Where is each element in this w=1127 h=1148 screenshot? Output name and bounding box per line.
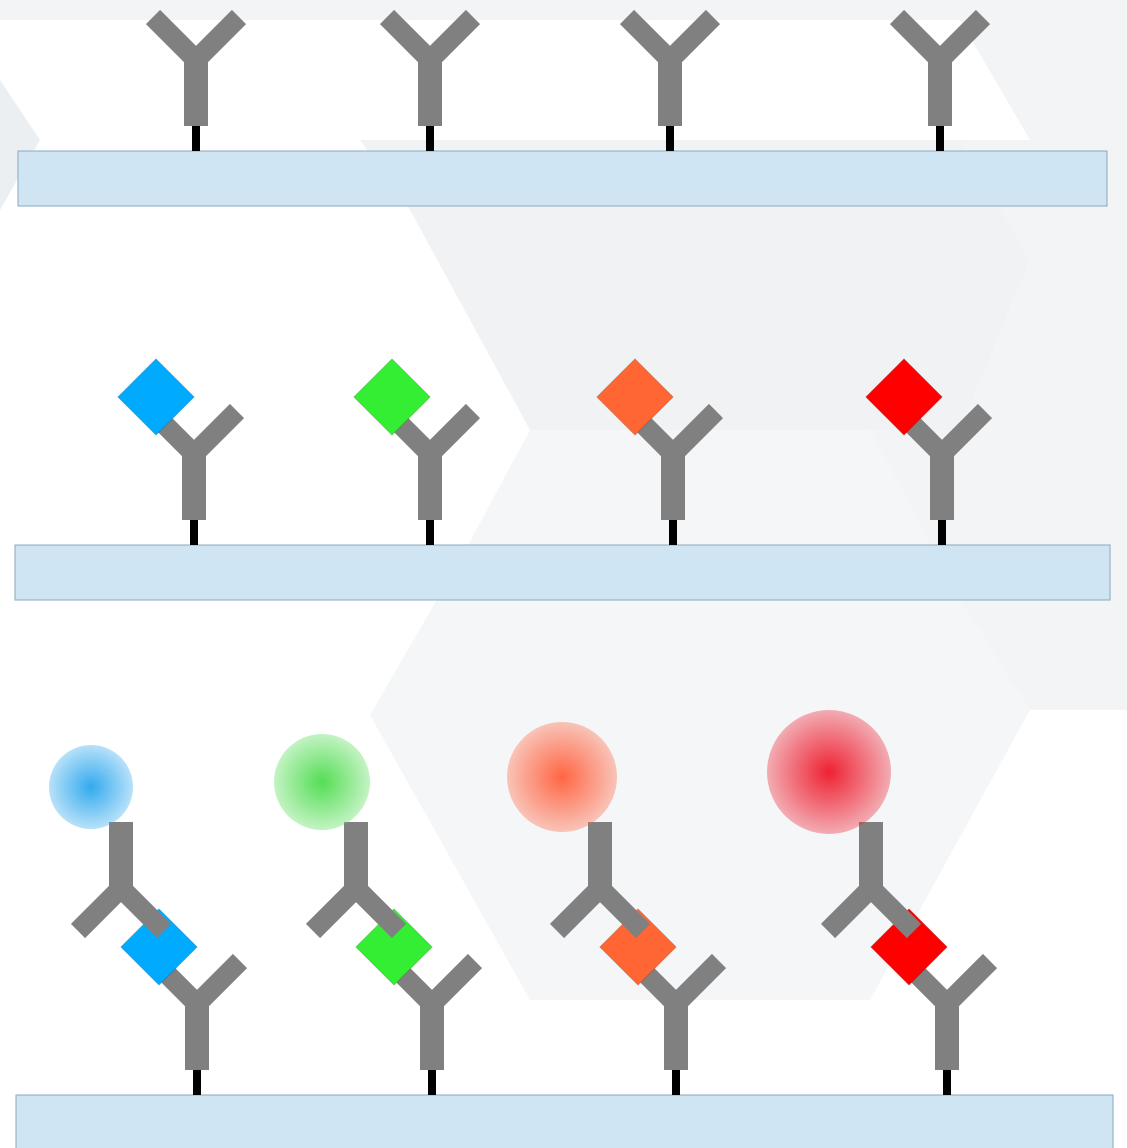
antibody-arm-left (863, 880, 922, 939)
antibody-stem (182, 450, 206, 520)
antigen-square (870, 908, 948, 986)
antibody-stem (588, 822, 612, 892)
antibody-stem (418, 450, 442, 520)
stage-capture-antibodies (17, 150, 1108, 207)
surface-linker (193, 1068, 201, 1095)
antibody-stem (859, 822, 883, 892)
antibody-arm-left (619, 9, 678, 68)
antibody-arm-left (379, 9, 438, 68)
antibody-arm-left (348, 880, 407, 939)
hexagon-shape (0, 0, 1127, 140)
antibody-arm-right (70, 880, 129, 939)
antibody-arm-right (422, 9, 481, 68)
surface-linker (943, 1068, 951, 1095)
antibody-arm-left (889, 9, 948, 68)
antibody-stem (935, 1000, 959, 1070)
hexagon-shape (360, 140, 1030, 430)
surface-linker (669, 518, 677, 545)
antigen-square (596, 358, 674, 436)
antibody-arm-right (549, 880, 608, 939)
surface-linker (672, 1068, 680, 1095)
antigen-square (355, 908, 433, 986)
surface-linker (936, 124, 944, 151)
antibody-stem (930, 450, 954, 520)
antigen-square (353, 358, 431, 436)
antibody-arm-right (424, 953, 483, 1012)
antibody-arm-right (188, 9, 247, 68)
antibody-stem (658, 56, 682, 126)
capture-antibody (891, 403, 993, 520)
antibody-arm-right (665, 403, 724, 462)
antibody-arm-right (305, 880, 364, 939)
signal-glow (49, 745, 133, 829)
antibody-stem (420, 1000, 444, 1070)
stage-antigen-bound (14, 544, 1111, 601)
antibody-stem (109, 822, 133, 892)
surface-linker (190, 518, 198, 545)
surface-plate (15, 1094, 1114, 1148)
antibody-stem (661, 450, 685, 520)
antibody-stem (184, 56, 208, 126)
surface-linker (426, 518, 434, 545)
capture-antibody (379, 403, 481, 520)
antibody-stem (418, 56, 442, 126)
antigen-square (117, 358, 195, 436)
antibody-arm-right (189, 953, 248, 1012)
capture-antibody (145, 9, 247, 126)
surface-linker (938, 518, 946, 545)
hexagon-shape (0, 80, 40, 210)
antibody-arm-right (668, 953, 727, 1012)
antibody-arm-right (186, 403, 245, 462)
surface-linker (192, 124, 200, 151)
antibody-arm-left (592, 880, 651, 939)
capture-antibody (625, 953, 727, 1070)
antibody-stem (185, 1000, 209, 1070)
antibody-arm-left (113, 880, 172, 939)
capture-antibody (889, 9, 991, 126)
antibody-stem (664, 1000, 688, 1070)
capture-antibody (379, 9, 481, 126)
capture-antibody (619, 9, 721, 126)
antigen-square (120, 908, 198, 986)
antibody-arm-right (932, 9, 991, 68)
detection-antibody (305, 822, 407, 939)
surface-linker (428, 1068, 436, 1095)
antibody-arm-right (662, 9, 721, 68)
antibody-arm-left (145, 9, 204, 68)
antibody-arm-right (820, 880, 879, 939)
signal-glow (767, 710, 891, 834)
surface-linker (666, 124, 674, 151)
antibody-stem (344, 822, 368, 892)
surface-plate (14, 544, 1111, 601)
surface-linker (426, 124, 434, 151)
antibody-arm-right (422, 403, 481, 462)
signal-glow (274, 734, 370, 830)
signal-glow (507, 722, 617, 832)
surface-plate (17, 150, 1108, 207)
antigen-square (865, 358, 943, 436)
antibody-stem (928, 56, 952, 126)
stage-detection-sandwich (15, 1094, 1114, 1148)
antigen-square (599, 908, 677, 986)
detection-antibody (820, 822, 922, 939)
detection-antibody (70, 822, 172, 939)
detection-antibody (549, 822, 651, 939)
antibody-arm-right (934, 403, 993, 462)
antibody-arm-right (939, 953, 998, 1012)
